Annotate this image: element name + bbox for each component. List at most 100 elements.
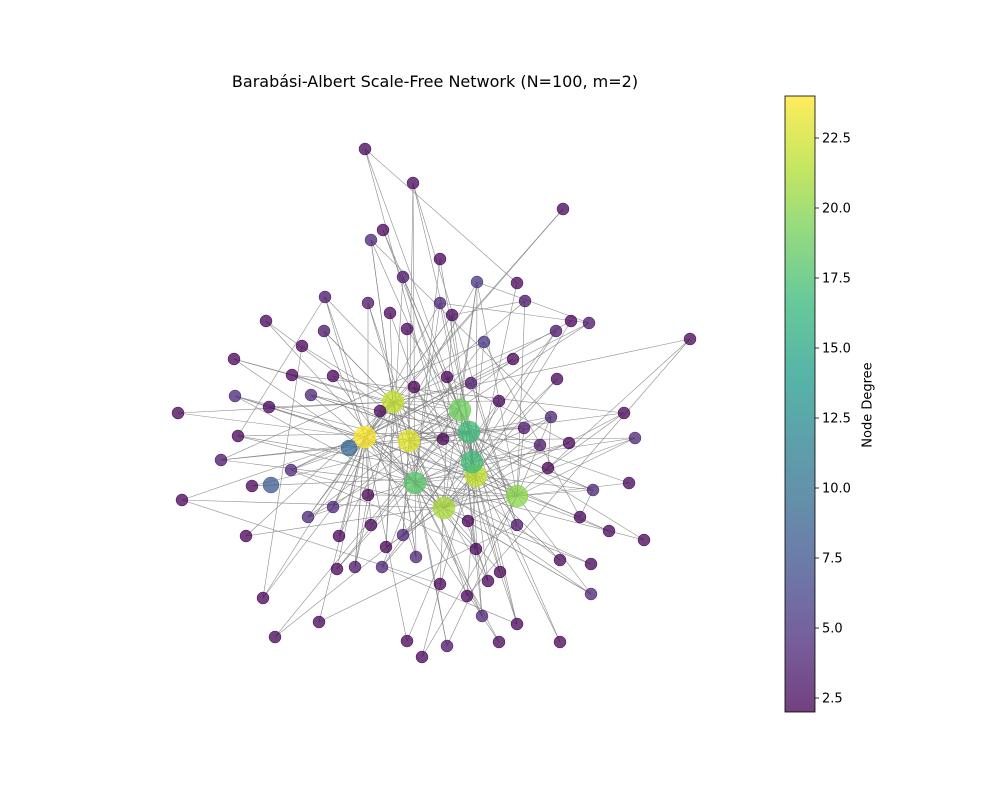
node-37 <box>506 352 520 366</box>
edge-120 <box>392 400 500 403</box>
edge-200 <box>414 482 417 558</box>
edge-243 <box>468 431 561 643</box>
node-15 <box>376 223 390 237</box>
edge-174 <box>412 182 518 526</box>
edge-201 <box>475 475 561 561</box>
node-34 <box>477 335 491 349</box>
colorbar-tick-label-0: 2.5 <box>822 692 843 707</box>
edge-227 <box>466 338 691 597</box>
node-67 <box>301 510 315 524</box>
edge-226 <box>466 475 477 597</box>
node-82 <box>330 562 344 576</box>
node-84 <box>375 560 389 574</box>
node-89 <box>256 591 270 605</box>
edge-78 <box>408 322 590 442</box>
edge-44 <box>475 281 478 477</box>
edge-192 <box>468 431 645 541</box>
node-24 <box>518 294 532 308</box>
edge-234 <box>475 475 518 625</box>
colorbar-tick-label-5: 15.0 <box>822 342 851 357</box>
edge-47 <box>364 148 518 284</box>
node-44 <box>228 389 242 403</box>
node-92 <box>312 615 326 629</box>
node-29 <box>317 324 331 338</box>
node-74 <box>332 529 346 543</box>
node-39 <box>326 369 340 383</box>
node-22 <box>361 296 375 310</box>
node-52 <box>231 429 245 443</box>
edge-71 <box>323 330 366 438</box>
node-61 <box>245 479 259 493</box>
node-32 <box>582 316 596 330</box>
edge-50 <box>237 296 326 437</box>
node-93 <box>510 617 524 631</box>
edge-213 <box>381 566 518 625</box>
node-11 <box>262 476 280 494</box>
colorbar-tick-label-7: 20.0 <box>822 202 851 217</box>
node-46 <box>262 400 276 414</box>
edge-42 <box>476 281 518 497</box>
node-96 <box>492 635 506 649</box>
node-85 <box>493 565 507 579</box>
edge-208 <box>354 401 394 568</box>
colorbar-tick-label-2: 7.5 <box>822 552 843 567</box>
edge-228 <box>459 409 483 617</box>
node-90 <box>460 589 474 603</box>
edge-11 <box>392 401 445 509</box>
node-38 <box>285 368 299 382</box>
node-73 <box>239 529 253 543</box>
node-31 <box>564 314 578 328</box>
node-70 <box>573 510 587 524</box>
node-57 <box>628 431 642 445</box>
node-50 <box>617 406 631 420</box>
edge-165 <box>332 401 394 508</box>
node-20 <box>510 276 524 290</box>
edge-86 <box>301 345 394 403</box>
edge-28 <box>408 182 414 442</box>
node-58 <box>214 453 228 467</box>
node-81 <box>584 557 598 571</box>
edge-223 <box>516 495 592 595</box>
edge-98 <box>364 382 472 438</box>
node-36 <box>227 352 241 366</box>
chart-title: Barabási-Albert Scale-Free Network (N=10… <box>231 72 639 91</box>
node-48 <box>171 406 185 420</box>
node-80 <box>553 553 567 567</box>
edge-232 <box>318 524 518 623</box>
edge-154 <box>181 436 366 501</box>
edge-19 <box>468 431 518 497</box>
edge-240 <box>364 436 500 643</box>
edge-113 <box>268 406 366 438</box>
edge-245 <box>408 440 448 647</box>
edge-212 <box>381 461 473 568</box>
node-16 <box>364 233 378 247</box>
edge-163 <box>392 401 630 484</box>
node-77 <box>379 540 393 554</box>
node-72 <box>602 524 616 538</box>
edge-238 <box>406 475 477 642</box>
edge-180 <box>364 436 372 526</box>
edge-125 <box>443 416 552 509</box>
edge-155 <box>181 499 445 509</box>
node-62 <box>175 493 189 507</box>
node-21 <box>318 290 332 304</box>
edge-118 <box>177 401 394 414</box>
colorbar-label: Node Degree <box>860 362 876 448</box>
node-19 <box>470 275 484 289</box>
edge-161 <box>516 489 594 497</box>
edge-43 <box>443 281 478 509</box>
node-66 <box>326 500 340 514</box>
edge-209 <box>354 436 366 568</box>
node-1 <box>397 429 421 453</box>
node-94 <box>268 630 282 644</box>
node-49 <box>492 394 506 408</box>
edge-124 <box>516 416 552 497</box>
edge-60 <box>516 300 526 497</box>
edge-142 <box>516 437 636 497</box>
network-nodes <box>171 142 697 664</box>
node-26 <box>445 308 459 322</box>
edge-182 <box>364 436 610 532</box>
node-60 <box>541 461 555 475</box>
colorbar-tick-label-4: 12.5 <box>822 412 851 427</box>
edge-26 <box>364 148 461 411</box>
